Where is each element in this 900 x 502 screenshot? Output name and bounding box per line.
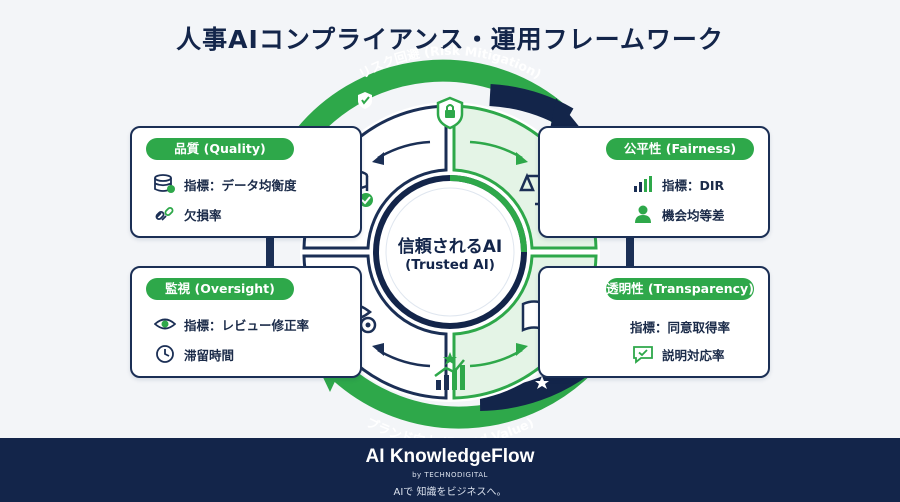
quality-metric-item: 指標：データ均衡度 — [154, 172, 297, 196]
eye-icon — [154, 318, 176, 330]
center-title: 信頼されるAI — [397, 237, 503, 257]
center-subtitle: (Trusted AI) — [405, 257, 495, 273]
fairness-metric-item: 指標：DIR — [632, 172, 724, 196]
fairness-card: 公平性 (Fairness) 指標：DIR 機会均等差 — [538, 126, 770, 238]
fairness-pill: 公平性 (Fairness) — [606, 138, 754, 160]
check-shield-icon — [358, 92, 372, 109]
quality-card: 品質 (Quality) 指標：データ均衡度 欠損率 — [130, 126, 362, 238]
transparency-pill: 透明性 (Transparency) — [606, 278, 754, 300]
transparency-explain-item: 説明対応率 — [632, 342, 725, 366]
oversight-pill: 監視 (Oversight) — [146, 278, 294, 300]
broken-link-icon — [155, 207, 174, 221]
database-small-icon — [154, 174, 175, 193]
oversight-dwell-text: 滞留時間 — [184, 347, 235, 363]
transparency-card: 透明性 (Transparency) 指標：同意取得率 説明対応率 — [538, 266, 770, 378]
transparency-metric-text: 指標：同意取得率 — [630, 319, 731, 335]
footer-byline: by TECHNODIGITAL — [412, 471, 488, 479]
fairness-metric-text: 指標：DIR — [662, 177, 725, 193]
quality-metric-text: 指標：データ均衡度 — [184, 177, 297, 193]
transparency-metric-item: 指標：同意取得率 — [630, 314, 730, 338]
fairness-equality-text: 機会均等差 — [662, 207, 725, 223]
chat-check-icon — [633, 346, 653, 364]
oversight-metric-item: 指標：レビュー修正率 — [154, 312, 309, 336]
footer-brand: AI KnowledgeFlow — [365, 446, 535, 467]
oversight-card: 監視 (Oversight) 指標：レビュー修正率 滞留時間 — [130, 266, 362, 378]
fairness-equality-item: 機会均等差 — [632, 202, 725, 226]
oversight-metric-text: 指標：レビュー修正率 — [184, 317, 310, 333]
bar-chart-icon — [634, 176, 652, 192]
shield-lock-icon — [436, 96, 464, 130]
flow-arrows — [372, 140, 528, 368]
quality-pill: 品質 (Quality) — [146, 138, 294, 160]
quality-missing-item: 欠損率 — [154, 202, 222, 226]
footer: AI KnowledgeFlow by TECHNODIGITAL AIで 知識… — [0, 438, 900, 502]
footer-tagline: AIで 知識をビジネスへ。 — [393, 487, 507, 498]
clock-icon — [156, 345, 174, 363]
oversight-dwell-item: 滞留時間 — [154, 342, 234, 366]
growth-chart-icon — [434, 352, 465, 390]
transparency-explain-text: 説明対応率 — [662, 347, 725, 363]
quality-missing-text: 欠損率 — [184, 207, 222, 223]
person-icon — [635, 205, 651, 223]
star-icon — [535, 376, 549, 389]
page-title: 人事AIコンプライアンス・運用フレームワーク — [176, 25, 724, 54]
